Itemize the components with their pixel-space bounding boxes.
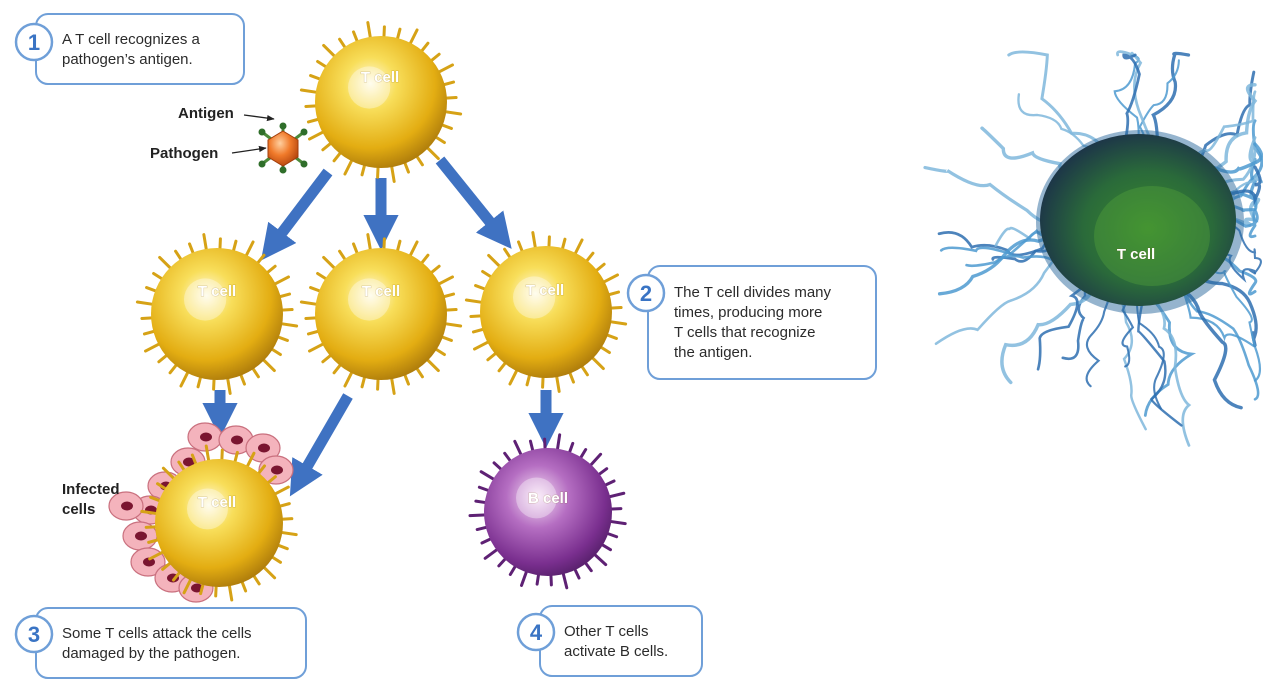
step-4-text: Other T cells activate B cells. (564, 623, 668, 660)
pathogen-pointer (231, 145, 267, 154)
infected-cell (258, 455, 294, 485)
antigen-label: Antigen (178, 105, 234, 122)
arrow-middle-to-infected (289, 393, 353, 497)
step-2-callout: 2 The T cell divides many times, produci… (626, 265, 877, 380)
step-2-line-2: times, producing more (674, 304, 822, 321)
step-1-number: 1 (28, 30, 40, 55)
antigen-pointer (243, 114, 275, 122)
arrow-top-to-left (260, 168, 333, 261)
infected-cells-label-line1: Infected (62, 481, 120, 498)
step-4-callout: 4 Other T cells activate B cells. (516, 605, 703, 677)
t-cell-label-top: T cell (361, 69, 399, 86)
step-4-line-2: activate B cells. (564, 643, 668, 660)
infected-cells-label: Infected cells (62, 481, 124, 518)
b-cell-label: B cell (528, 490, 568, 507)
t-cell-right (464, 231, 628, 393)
step-2-number: 2 (640, 281, 652, 306)
pathogen-icon (258, 122, 308, 174)
step-1-callout: 1 A T cell recognizes a pathogen’s antig… (14, 13, 245, 85)
step-2-line-3: T cells that recognize (674, 324, 815, 341)
cells-group (135, 21, 628, 602)
t-cell-top (299, 21, 463, 183)
t-cell-micrograph (923, 50, 1263, 447)
step-3-callout: 3 Some T cells attack the cells damaged … (14, 607, 307, 679)
pathogen-label: Pathogen (150, 145, 218, 162)
b-cell (468, 433, 627, 590)
t-cell-middle (299, 233, 463, 395)
t-cell-bottom (140, 444, 298, 602)
t-cell-label-middle: T cell (362, 283, 400, 300)
step-1-line-1: A T cell recognizes a (62, 31, 201, 48)
arrow-top-to-right (435, 156, 512, 249)
micrograph-label: T cell (1117, 246, 1155, 263)
infected-cells-label-line2: cells (62, 501, 95, 518)
step-3-line-2: damaged by the pathogen. (62, 645, 240, 662)
step-2-line-1: The T cell divides many (674, 284, 832, 301)
step-1-line-2: pathogen’s antigen. (62, 51, 193, 68)
step-3-text: Some T cells attack the cells damaged by… (62, 625, 256, 662)
t-cell-label-left: T cell (198, 283, 236, 300)
step-4-line-1: Other T cells (564, 623, 648, 640)
t-cell-label-bottom: T cell (198, 494, 236, 511)
t-cell-left (135, 233, 299, 395)
step-2-line-4: the antigen. (674, 344, 752, 361)
step-1-text: A T cell recognizes a pathogen’s antigen… (62, 31, 204, 68)
step-3-number: 3 (28, 622, 40, 647)
infected-cell (108, 491, 144, 521)
t-cell-label-right: T cell (526, 282, 564, 299)
step-2-text: The T cell divides many times, producing… (674, 284, 835, 361)
step-3-line-1: Some T cells attack the cells (62, 625, 252, 642)
step-4-number: 4 (530, 620, 543, 645)
